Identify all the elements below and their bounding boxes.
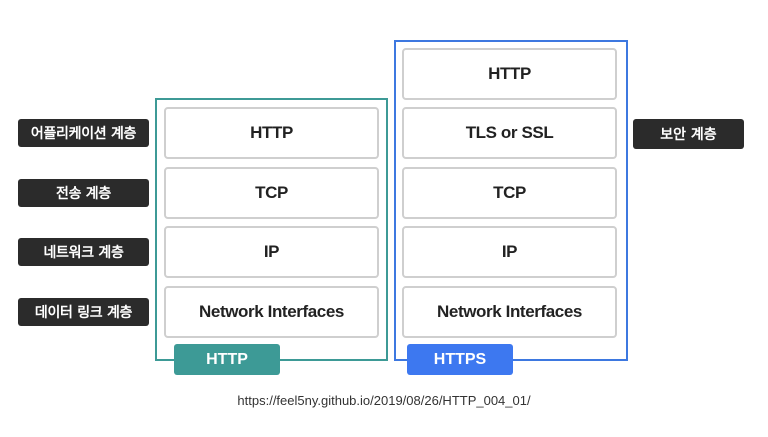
- layer-label-network: 네트워크 계층: [18, 238, 149, 266]
- https-stack-row-network-interfaces: Network Interfaces: [402, 286, 617, 338]
- source-url: https://feel5ny.github.io/2019/08/26/HTT…: [237, 393, 531, 408]
- layer-label-security: 보안 계층: [633, 119, 744, 149]
- http-stack: HTTP TCP IP Network Interfaces: [155, 98, 388, 361]
- http-stack-tag: HTTP: [174, 344, 280, 375]
- https-stack: HTTP TLS or SSL TCP IP Network Interface…: [394, 40, 628, 361]
- https-stack-tag: HTTPS: [407, 344, 513, 375]
- layer-label-datalink: 데이터 링크 계층: [18, 298, 149, 326]
- https-stack-row-tcp: TCP: [402, 167, 617, 219]
- http-stack-row-network-interfaces: Network Interfaces: [164, 286, 379, 338]
- layer-label-transport: 전송 계층: [18, 179, 149, 207]
- https-stack-row-http: HTTP: [402, 48, 617, 100]
- http-stack-row-http: HTTP: [164, 107, 379, 159]
- layer-label-application: 어플리케이션 계층: [18, 119, 149, 147]
- https-stack-row-ip: IP: [402, 226, 617, 278]
- http-stack-row-ip: IP: [164, 226, 379, 278]
- http-stack-row-tcp: TCP: [164, 167, 379, 219]
- https-stack-row-tls: TLS or SSL: [402, 107, 617, 159]
